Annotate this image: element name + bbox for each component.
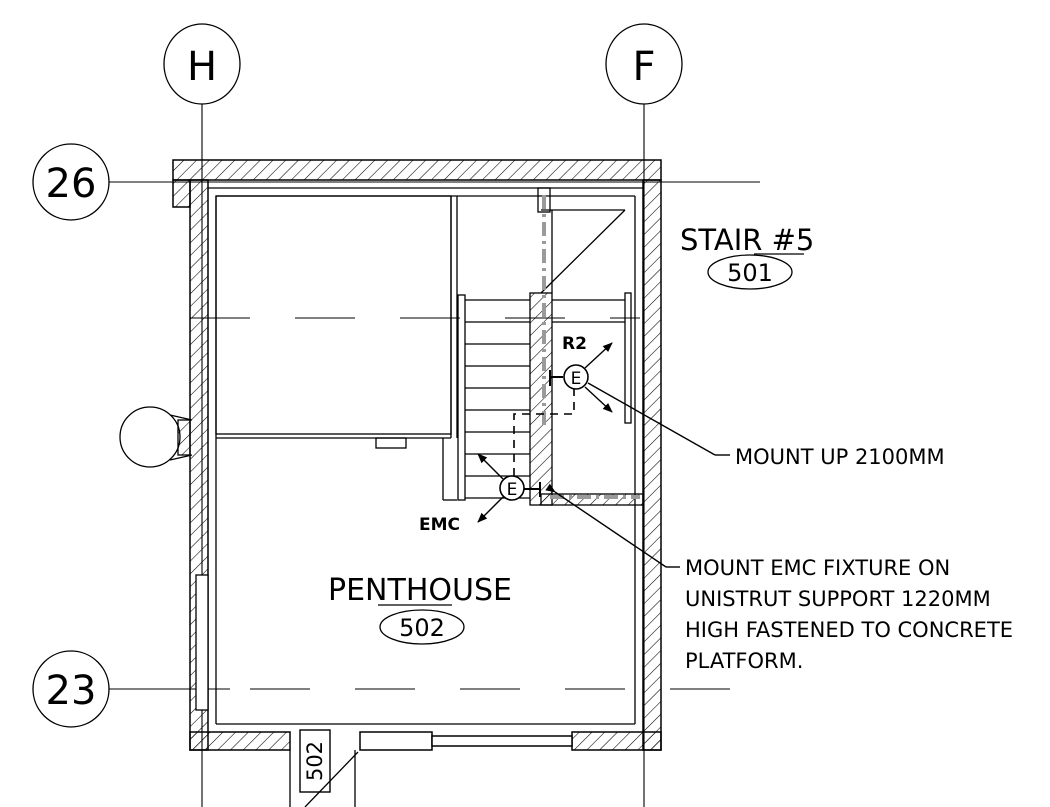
door-tag-number: 502: [303, 741, 327, 781]
room-name-penthouse: PENTHOUSE: [328, 573, 512, 608]
fixture-r2-symbol: E: [571, 369, 582, 389]
door-tag: 502: [289, 729, 359, 807]
fixture-r2: E R2: [549, 334, 613, 413]
grid-column-h-label: H: [187, 44, 217, 90]
fixture-emc-type: EMC: [419, 515, 460, 535]
fixture-emc: E EMC: [419, 453, 541, 535]
grid-row-23-label: 23: [46, 668, 97, 714]
interior-partitions: [215, 195, 458, 501]
grid-row-23: 23: [32, 650, 760, 728]
note-emc-line-2: UNISTRUT SUPPORT 1220MM: [685, 587, 991, 611]
fixture-circuit: [513, 388, 575, 478]
fixture-r2-type: R2: [562, 334, 587, 354]
note-mount-up-text: MOUNT UP 2100MM: [735, 445, 945, 469]
room-tag-penthouse: PENTHOUSE 502: [328, 573, 512, 645]
room-number-penthouse: 502: [399, 614, 445, 642]
roof-drain-feature: [119, 406, 193, 468]
fixture-emc-symbol: E: [507, 480, 518, 500]
room-number-stair: 501: [727, 259, 773, 287]
note-emc-line-3: HIGH FASTENED TO CONCRETE: [685, 618, 1013, 642]
grid-row-26-label: 26: [46, 161, 97, 207]
exterior-walls: [172, 159, 662, 751]
note-mount-up: MOUNT UP 2100MM: [587, 382, 945, 469]
note-emc-fixture: MOUNT EMC FIXTURE ON UNISTRUT SUPPORT 12…: [545, 483, 1013, 673]
note-emc-line-1: MOUNT EMC FIXTURE ON: [685, 556, 950, 580]
stair: [457, 187, 644, 506]
note-emc-line-4: PLATFORM.: [685, 649, 803, 673]
grid-column-f-label: F: [632, 44, 655, 90]
room-tag-stair: STAIR #5 501: [680, 223, 814, 290]
room-name-stair: STAIR #5: [680, 223, 814, 257]
